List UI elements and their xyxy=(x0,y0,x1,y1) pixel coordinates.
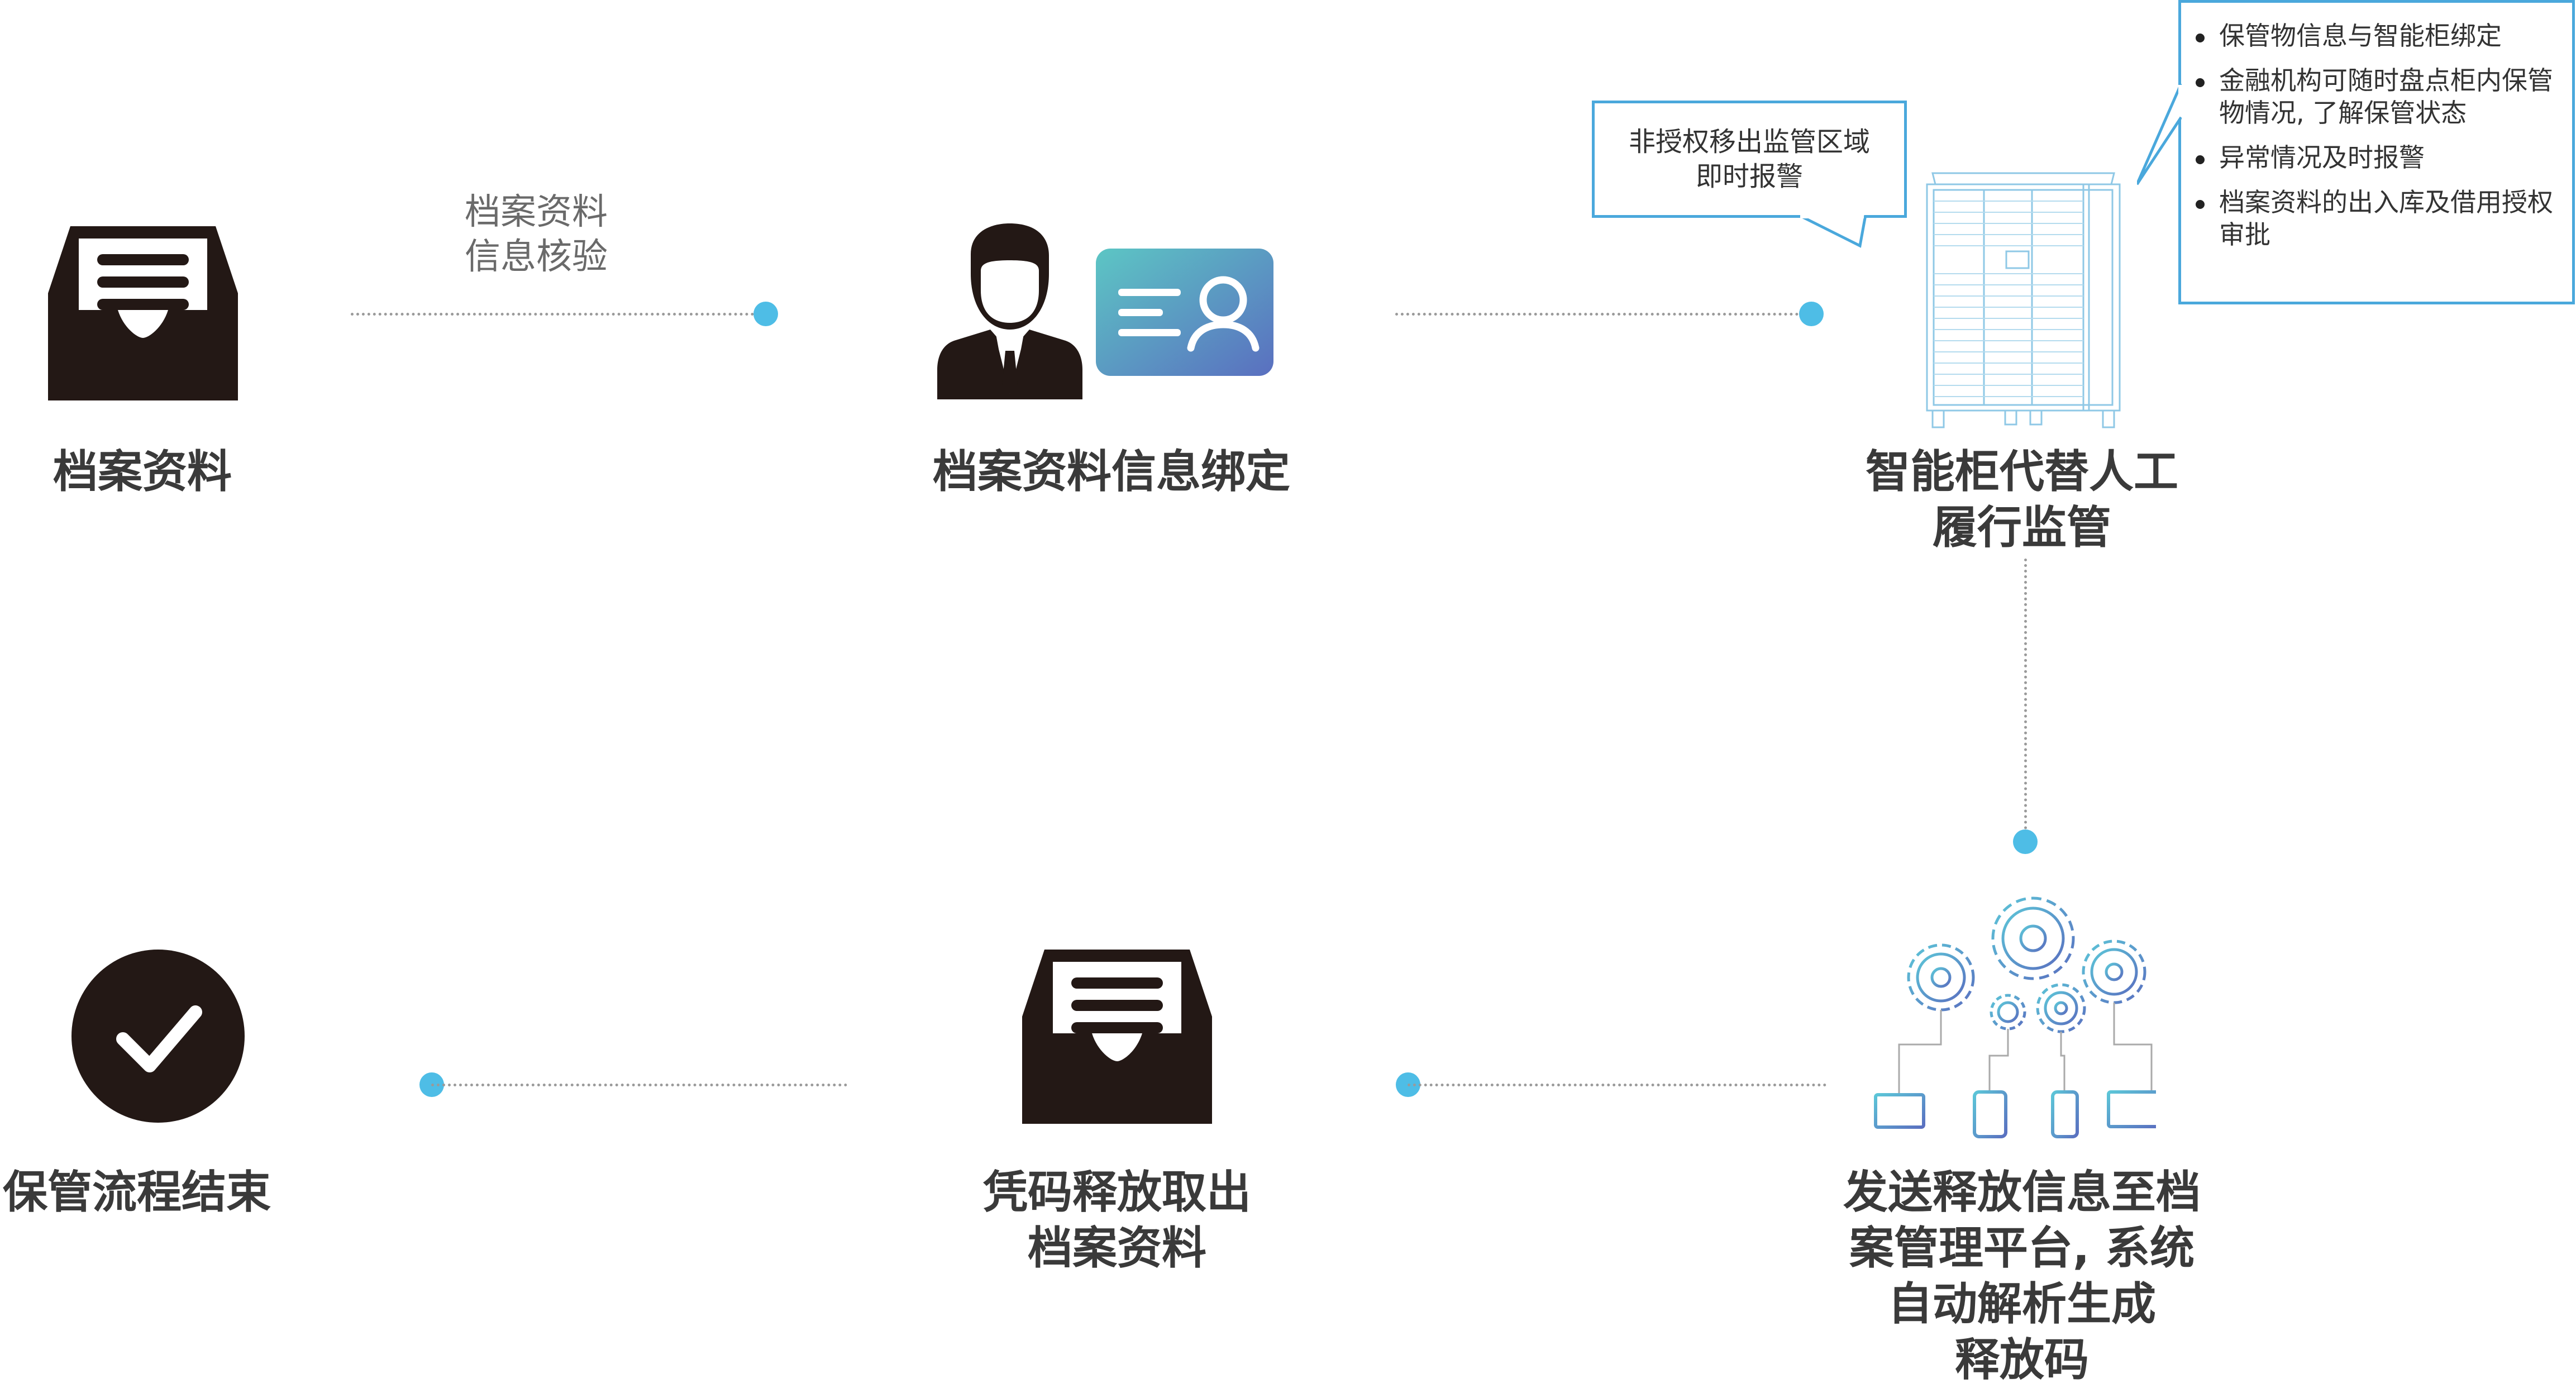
send-label-line2: 案管理平台, 系统 xyxy=(1849,1222,2195,1274)
features-list: 保管物信息与智能柜绑定 金融机构可随时盘点柜内保管物情况, 了解保管状态 异常情… xyxy=(2192,20,2561,251)
cabinet-label-line1: 智能柜代替人工 xyxy=(1866,446,2178,498)
checkmark-circle-icon xyxy=(71,950,245,1123)
connector-line-1 xyxy=(351,313,765,316)
verify-connector-label: 档案资料 信息核验 xyxy=(436,190,637,279)
retrieve-label-line1: 凭码释放取出 xyxy=(983,1166,1251,1218)
features-callout-tail xyxy=(2137,84,2182,185)
cabinet-features-callout: 保管物信息与智能柜绑定 金融机构可随时盘点柜内保管物情况, 了解保管状态 异常情… xyxy=(2178,0,2575,304)
step-send-label: 发送释放信息至档 案管理平台, 系统 自动解析生成 释放码 xyxy=(1776,1165,2268,1388)
connector-line-2 xyxy=(1395,313,1810,316)
verify-label-line1: 档案资料 xyxy=(465,192,608,233)
step-retrieve-label: 凭码释放取出 档案资料 xyxy=(910,1165,1324,1276)
feature-item: 保管物信息与智能柜绑定 xyxy=(2192,20,2561,52)
connector-dot-3 xyxy=(2013,829,2038,854)
step-end-label: 保管流程结束 xyxy=(3,1166,271,1218)
feature-item: 金融机构可随时盘点柜内保管物情况, 了解保管状态 xyxy=(2192,64,2561,129)
archive-tray-icon-bottom xyxy=(1022,950,1212,1124)
person-icon xyxy=(937,223,1082,399)
send-label-line3: 自动解析生成 xyxy=(1888,1278,2156,1330)
alert-line1: 非授权移出监管区域 xyxy=(1628,126,1870,158)
verify-label-line2: 信息核验 xyxy=(465,236,608,278)
connector-dot-2 xyxy=(1799,302,1824,326)
archive-tray-icon-top xyxy=(48,226,238,400)
feature-item: 异常情况及时报警 xyxy=(2192,141,2561,174)
alert-line2: 即时报警 xyxy=(1695,161,1803,192)
step-bind-label: 档案资料信息绑定 xyxy=(933,446,1290,498)
connector-line-3 xyxy=(2024,559,2027,829)
step-cabinet-label: 智能柜代替人工 履行监管 xyxy=(1821,444,2223,556)
retrieve-label-line2: 档案资料 xyxy=(1028,1222,1206,1274)
feature-item: 档案资料的出入库及借用授权审批 xyxy=(2192,186,2561,251)
smart-cabinet-icon xyxy=(1921,168,2125,433)
gears-devices-icon xyxy=(1866,888,2162,1145)
connector-line-5 xyxy=(431,1084,847,1086)
alert-callout: 非授权移出监管区域 即时报警 xyxy=(1592,101,1907,218)
step-archive-label: 档案资料 xyxy=(53,446,232,498)
send-label-line1: 发送释放信息至档 xyxy=(1843,1166,2201,1218)
connector-dot-1 xyxy=(753,302,778,326)
id-card-icon xyxy=(1096,249,1273,376)
connector-line-4 xyxy=(1408,1084,1826,1086)
cabinet-label-line2: 履行监管 xyxy=(1933,502,2111,554)
alert-callout-tail xyxy=(1799,215,1867,248)
send-label-line4: 释放码 xyxy=(1955,1334,2089,1386)
